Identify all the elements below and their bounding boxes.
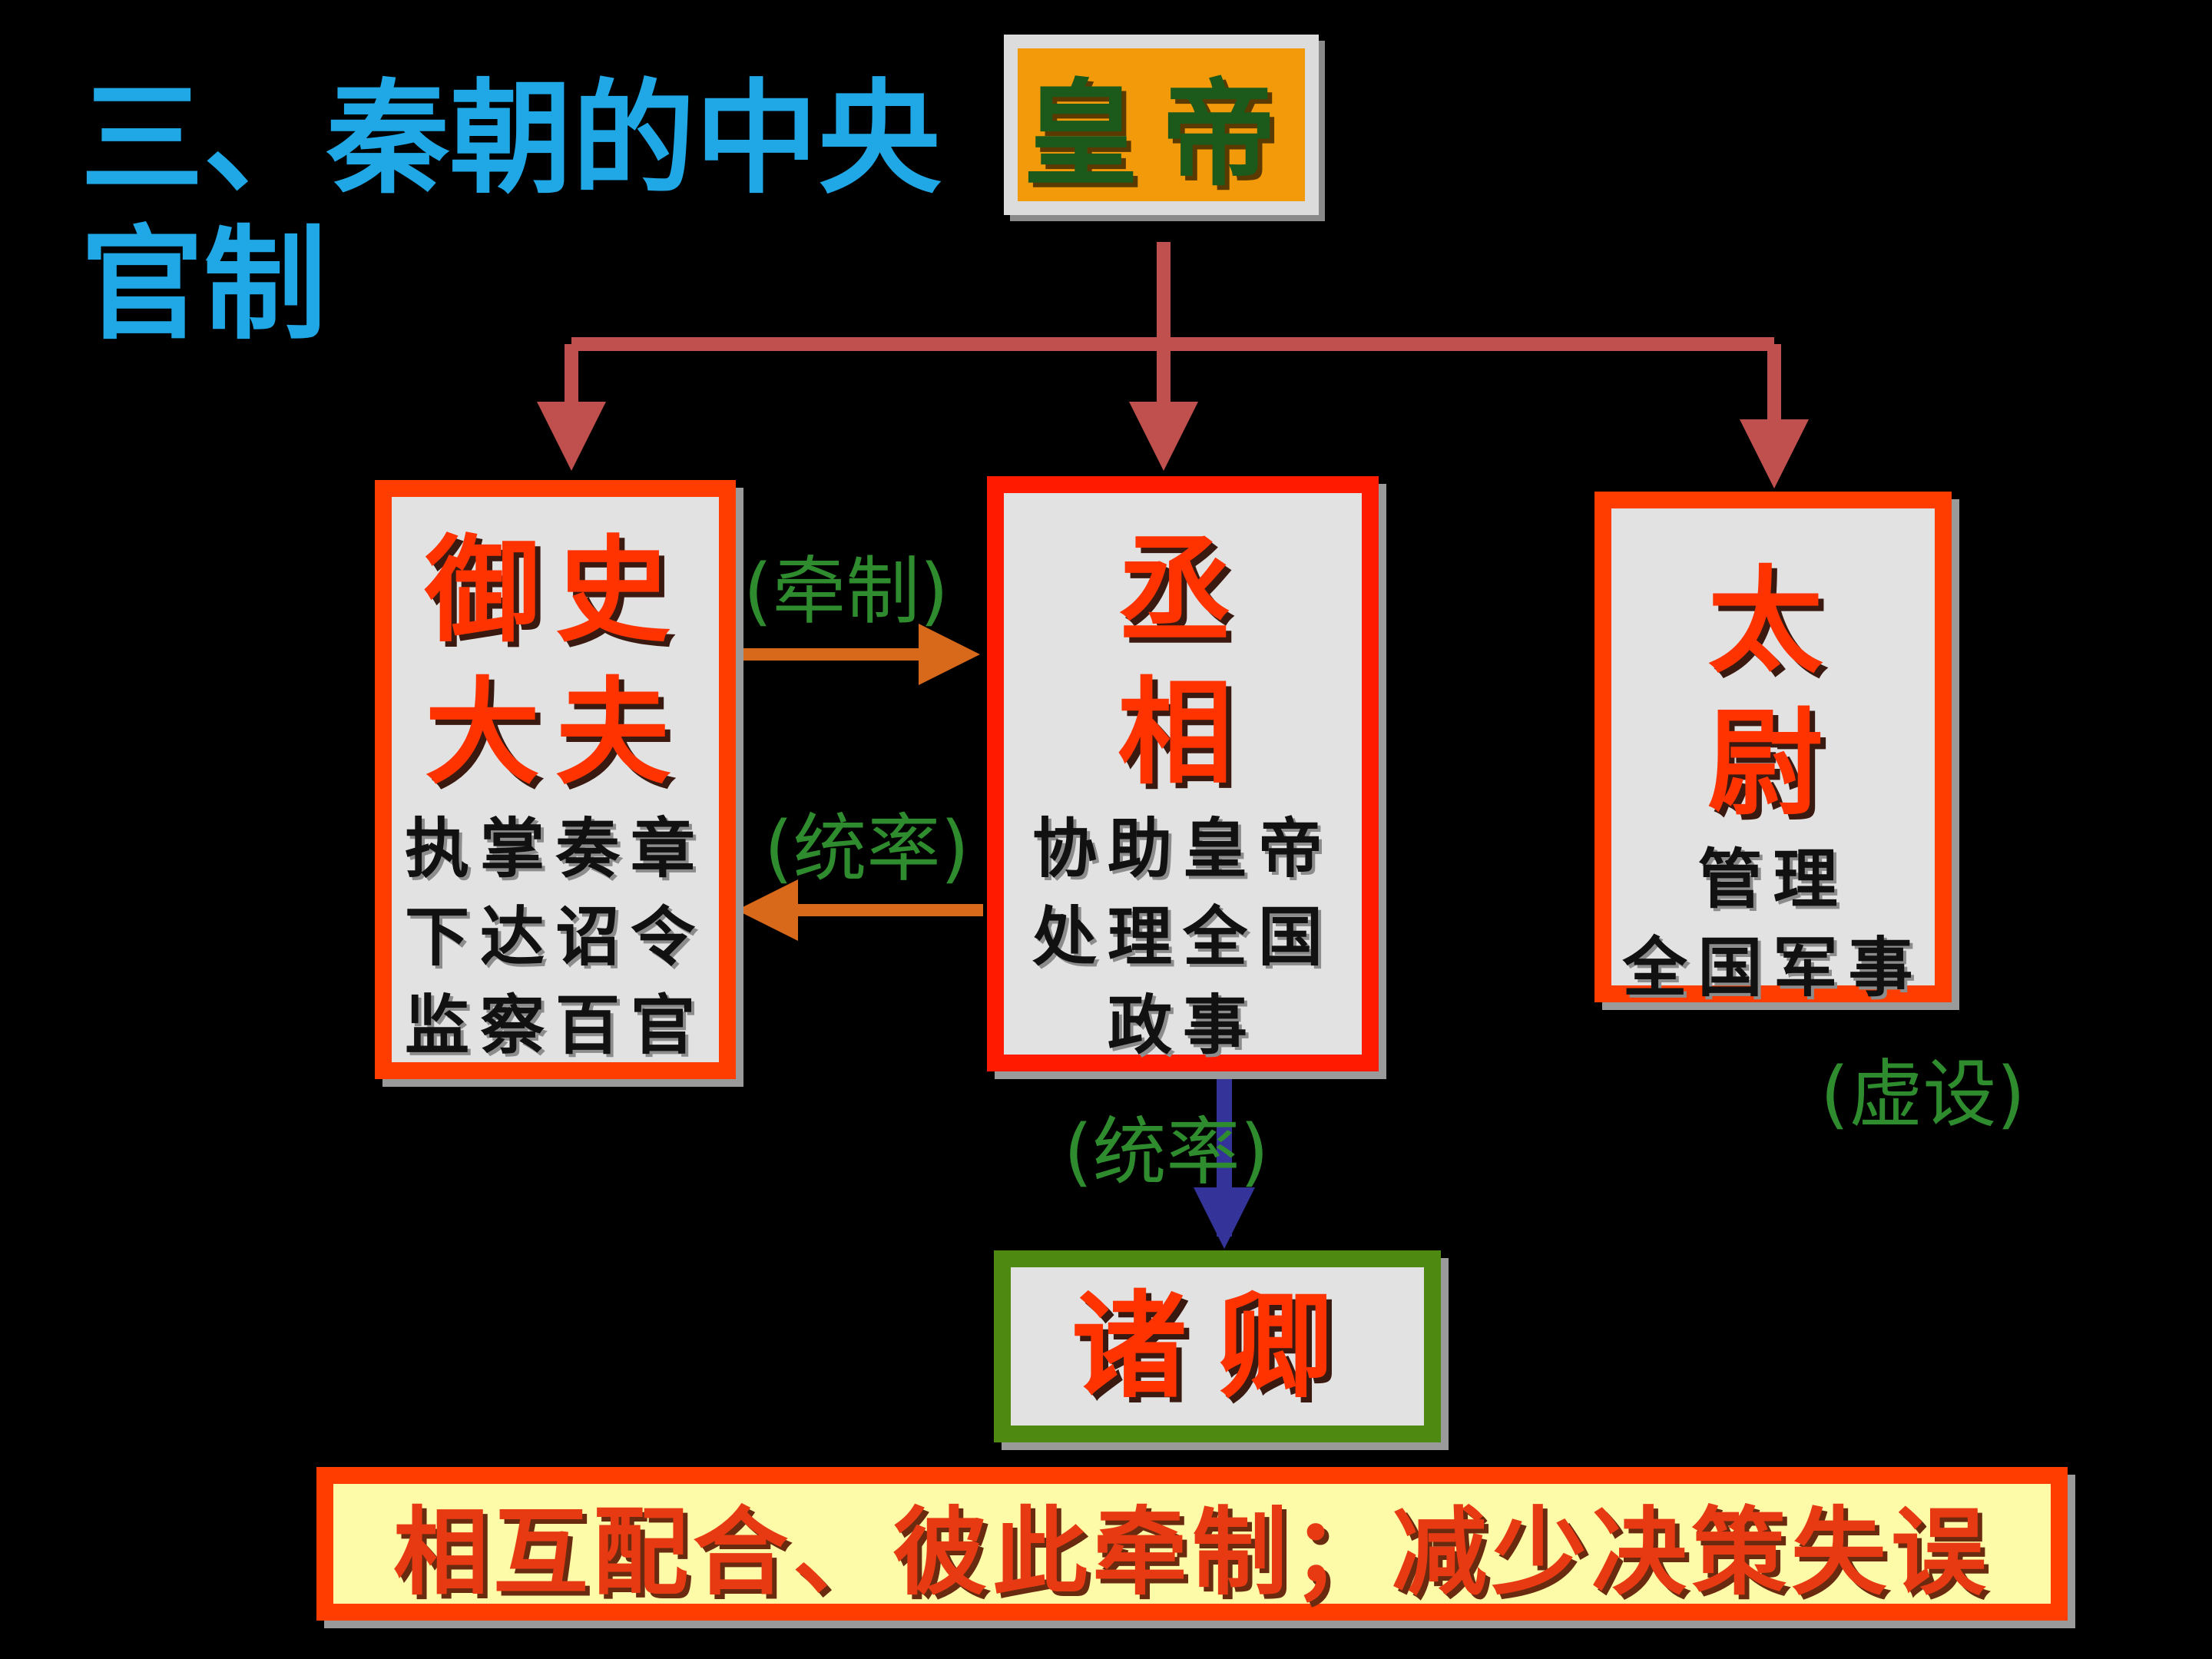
chengxiang-box: 丞 相 协助皇帝 处理全国 政事	[987, 476, 1379, 1071]
emperor-box: 皇帝	[1004, 35, 1319, 215]
yushi-duty: 执掌奏章	[404, 810, 706, 886]
command-down-label: (统率)	[1064, 1109, 1269, 1195]
yushi-dafu-box: 御史 大夫 执掌奏章 下达诏令 监察百官	[375, 480, 736, 1079]
chengxiang-duty: 协助皇帝	[1031, 810, 1333, 886]
taiwei-box: 太 尉 管理 全国军事	[1594, 492, 1952, 1005]
zhuqing-box: 诸卿	[994, 1250, 1441, 1442]
chengxiang-duty: 处理全国	[1031, 899, 1333, 975]
conclusion-text: 相互配合、彼此牵制；减少决策失误	[392, 1497, 1991, 1608]
yushi-duty: 下达诏令	[404, 899, 706, 975]
nominal-label: (虚设)	[1820, 1051, 2025, 1137]
taiwei-duty: 管理	[1697, 841, 1849, 917]
command-left-label: (统率)	[764, 806, 969, 892]
taiwei-name-line2: 尉	[1707, 696, 1839, 831]
zhuqing-name: 诸卿	[1071, 1278, 1363, 1414]
chengxiang-name-line1: 丞	[1117, 523, 1248, 658]
yushi-name-line2: 大夫	[424, 665, 686, 800]
restrain-label: (牵制)	[743, 548, 949, 634]
conclusion-box: 相互配合、彼此牵制；减少决策失误	[316, 1467, 2068, 1621]
chengxiang-name-line2: 相	[1117, 665, 1248, 800]
yushi-name-line1: 御史	[424, 523, 686, 658]
page-title: 三、秦朝的中央官制	[81, 66, 942, 356]
chengxiang-duty: 政事	[1107, 987, 1258, 1063]
yushi-duty: 监察百官	[404, 987, 706, 1063]
taiwei-duty: 全国军事	[1622, 929, 1924, 1005]
emperor-label: 皇帝	[1022, 67, 1300, 202]
taiwei-name-line1: 太	[1707, 554, 1839, 689]
